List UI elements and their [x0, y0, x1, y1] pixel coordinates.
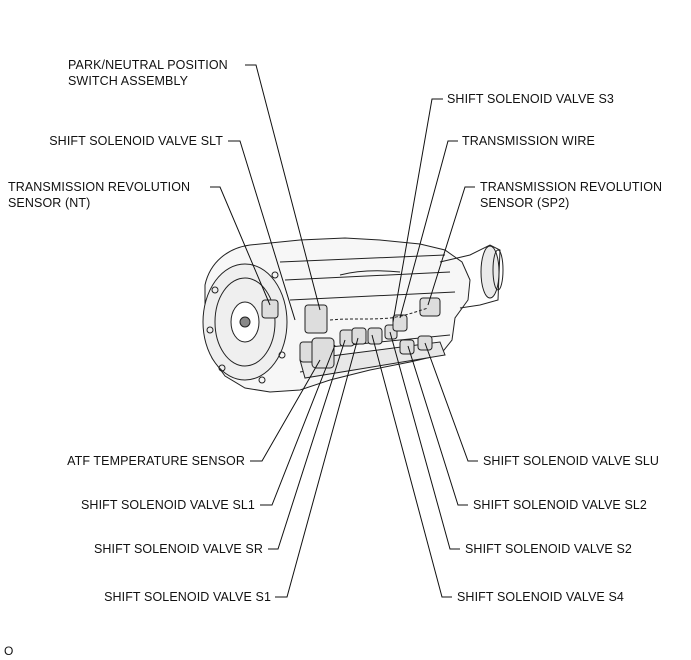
label-s2: SHIFT SOLENOID VALVE S2	[465, 542, 632, 556]
label-sp2: TRANSMISSION REVOLUTION SENSOR (SP2)	[480, 179, 662, 211]
label-sr: SHIFT SOLENOID VALVE SR	[93, 542, 263, 556]
leader-lines	[210, 64, 478, 598]
label-nt-line2: SENSOR (NT)	[8, 196, 91, 210]
figure-number: O	[4, 644, 14, 658]
label-park-neutral: PARK/NEUTRAL POSITION SWITCH ASSEMBLY	[68, 57, 228, 89]
label-park-neutral-line2: SWITCH ASSEMBLY	[68, 74, 189, 88]
label-slt: SHIFT SOLENOID VALVE SLT	[49, 134, 223, 148]
label-sl2: SHIFT SOLENOID VALVE SL2	[473, 498, 647, 512]
label-park-neutral-line1: PARK/NEUTRAL POSITION	[68, 58, 228, 72]
label-slu: SHIFT SOLENOID VALVE SLU	[483, 454, 660, 468]
transmission-illustration	[202, 237, 504, 393]
label-s3: SHIFT SOLENOID VALVE S3	[447, 92, 614, 106]
label-s1: SHIFT SOLENOID VALVE S1	[104, 590, 271, 604]
label-transmission-wire: TRANSMISSION WIRE	[462, 134, 595, 148]
label-sl1: SHIFT SOLENOID VALVE SL1	[81, 498, 255, 512]
label-nt-line1: TRANSMISSION REVOLUTION	[8, 180, 191, 194]
label-sp2-line2: SENSOR (SP2)	[480, 196, 570, 210]
label-sp2-line1: TRANSMISSION REVOLUTION	[480, 180, 663, 194]
label-nt: TRANSMISSION REVOLUTION SENSOR (NT)	[8, 179, 190, 211]
label-s4: SHIFT SOLENOID VALVE S4	[457, 590, 624, 604]
label-atf: ATF TEMPERATURE SENSOR	[67, 454, 245, 468]
